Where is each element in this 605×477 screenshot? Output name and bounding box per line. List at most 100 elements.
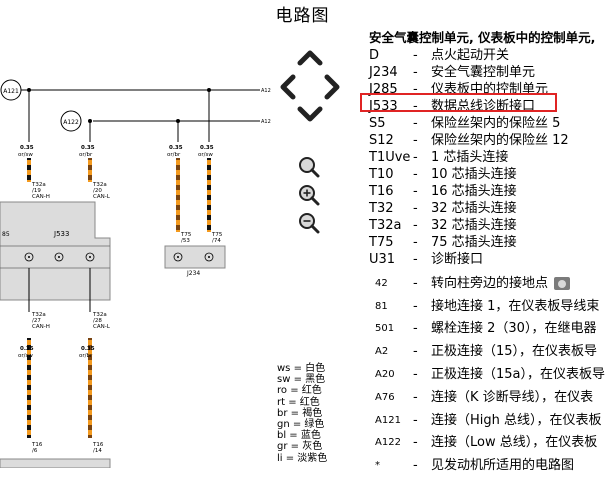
connector-pin: /14 (93, 448, 102, 454)
legend-code: A121 (375, 414, 401, 426)
connector-pin: /28 (93, 318, 102, 324)
legend-row: D-点火起动开关 (369, 47, 605, 64)
legend-code: 81 (375, 300, 388, 312)
legend-code: T32 (369, 201, 394, 216)
legend-row: 81-接地连接 1，在仪表板导线束 (369, 295, 605, 318)
node-a121 (0, 79, 22, 101)
legend-dash: - (413, 133, 418, 148)
color-code: br = 褐色 (277, 407, 323, 419)
legend-row: 42-转向柱旁边的接地点 (369, 272, 605, 295)
connector-label: T75 (180, 232, 192, 238)
wire-size-label: 0.35 (20, 145, 34, 151)
a12-label-top: A12 (261, 88, 271, 94)
wire-segment (207, 158, 211, 232)
terminal-symbol (54, 252, 64, 262)
terminal-symbol (173, 252, 183, 262)
connector-label: T75 (211, 232, 223, 238)
legend-row: A20-正极连接（15a），在仪表板导 (369, 363, 605, 386)
legend-desc: 连接（Low 总线），在仪表板 (431, 435, 598, 451)
legend-desc: 32 芯插头连接 (431, 201, 517, 216)
legend-code: T32a (369, 218, 402, 233)
legend-row: A76-连接（K 诊断导线），在仪表 (369, 386, 605, 409)
legend-desc: 诊断接口 (431, 252, 484, 267)
highlight-box-j533 (360, 93, 557, 112)
signal-label: CAN-L (93, 194, 111, 200)
wire-color-label: or/sw (198, 152, 213, 158)
wire-segment (176, 158, 180, 232)
legend-desc: 连接（K 诊断导线），在仪表 (431, 389, 594, 405)
color-code: sw = 黑色 (277, 374, 326, 386)
wire-color-label: or/sw (18, 152, 33, 158)
pin-label-85: 85 (2, 231, 10, 238)
legend-desc: 接地连接 1，在仪表板导线束 (431, 298, 600, 314)
connector-label: T32a (31, 312, 46, 318)
node-a122 (60, 110, 82, 132)
legend-row: *-见发动机所适用的电路图 (369, 454, 605, 477)
a12-label-mid: A12 (261, 119, 271, 125)
zoom-fit-icon[interactable] (298, 156, 320, 178)
legend-row: A122-连接（Low 总线），在仪表板 (369, 432, 605, 455)
color-code: gr = 灰色 (277, 441, 323, 453)
color-code: rt = 红色 (277, 396, 320, 408)
legend-desc: 10 芯插头连接 (431, 167, 517, 182)
circuit-diagram: A121 A122 A12 A12 0.35 or/sw 0.35 or/br … (0, 79, 271, 468)
pan-right-icon[interactable] (324, 74, 340, 100)
legend-row: A121-连接（High 总线），在仪表板 (369, 409, 605, 432)
legend-dash: - (413, 150, 418, 165)
camera-icon[interactable] (554, 276, 571, 290)
legend-dash: - (413, 82, 418, 97)
wire-size-label: 0.35 (81, 145, 95, 151)
legend-code: U31 (369, 252, 396, 267)
connector-label: T32a (92, 312, 107, 318)
legend-desc: 16 芯插头连接 (431, 184, 517, 199)
legend-row: T1Uve-1 芯插头连接 (369, 149, 605, 166)
pan-up-icon[interactable] (297, 50, 323, 66)
legend-dash: - (413, 252, 418, 267)
signal-label: CAN-H (32, 324, 50, 330)
legend-desc: 1 芯插头连接 (431, 150, 509, 165)
legend-desc: 75 芯插头连接 (431, 235, 517, 250)
legend-code: 42 (375, 277, 388, 289)
wire-segment (88, 158, 92, 182)
legend-dash: - (413, 367, 418, 383)
color-code: ro = 红色 (277, 385, 322, 397)
color-code: bl = 蓝色 (277, 430, 321, 442)
terminal-symbol (177, 256, 179, 258)
legend-desc: 点火起动开关 (431, 48, 510, 63)
wire-color-legend: ws = 白色 sw = 黑色 ro = 红色 rt = 红色 br = 褐色 … (277, 363, 327, 464)
legend-dash: - (413, 435, 418, 451)
pan-left-icon[interactable] (280, 74, 296, 100)
legend-desc: 连接（High 总线），在仪表板 (431, 412, 602, 428)
legend-code: D (369, 48, 380, 63)
legend-row: 501-螺栓连接 2（30），在继电器 (369, 318, 605, 341)
legend-code: * (375, 460, 380, 472)
wire-size-label: 0.35 (200, 145, 214, 151)
legend-row: S12-保险丝架内的保险丝 12 (369, 132, 605, 149)
zoom-in-icon[interactable] (298, 184, 320, 206)
legend-row: T32-32 芯插头连接 (369, 200, 605, 217)
legend-desc: 见发动机所适用的电路图 (431, 458, 575, 474)
legend-desc: 正极连接（15），在仪表板导 (431, 344, 598, 360)
connector-label: T16 (92, 442, 104, 448)
page-title: 电路图 (275, 6, 330, 26)
connector-pin: /20 (93, 188, 102, 194)
color-code: li = 淡紫色 (277, 452, 328, 464)
legend-dash: - (413, 184, 418, 199)
wire-size-label: 0.35 (20, 346, 34, 352)
wire-color-label: or/sw (18, 353, 33, 359)
legend-code: J234 (369, 65, 398, 80)
legend-dash: - (413, 275, 418, 291)
pan-down-icon[interactable] (297, 106, 323, 122)
terminal-symbol (85, 252, 95, 262)
module-j533-label: J533 (53, 230, 69, 238)
pan-controls (280, 50, 340, 122)
zoom-out-icon[interactable] (298, 212, 320, 234)
legend-code: T16 (369, 184, 394, 199)
wire-color-label: or/br (79, 353, 93, 359)
legend-dash: - (413, 99, 418, 114)
wire-segment (88, 338, 92, 438)
module-u31 (0, 458, 111, 468)
terminal-symbol (24, 252, 34, 262)
legend-code: 501 (375, 323, 395, 335)
connector-label: T16 (31, 442, 43, 448)
